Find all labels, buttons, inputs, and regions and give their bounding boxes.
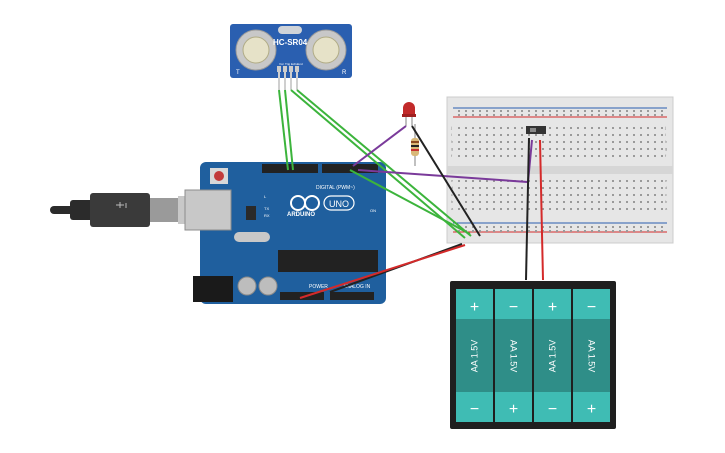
breadboard-row-letter: b [665, 199, 668, 204]
battery-top-sign: + [548, 299, 557, 316]
battery-label: AA 1.5V [587, 340, 597, 373]
tx-label: TX [264, 206, 269, 211]
arduino-model: UNO [329, 199, 349, 209]
battery-cell: − + AA 1.5V [573, 289, 610, 422]
arduino-brand: ARDUINO [287, 212, 315, 218]
sensor-pin-gnd: Gnd [297, 62, 303, 66]
ultrasonic-sensor: HC-SR04 T R Vcc Trig Echo Gnd [230, 24, 352, 90]
breadboard-row-letter: d [451, 185, 453, 190]
battery-label: AA 1.5V [470, 340, 480, 373]
battery-bottom-sign: + [509, 401, 518, 418]
breadboard-row-letter: c [665, 192, 667, 197]
on-label: ON [370, 208, 376, 213]
breadboard-row-letter: f [665, 153, 667, 158]
reset-button [214, 171, 224, 181]
breadboard-row-letter: e [451, 178, 454, 183]
breadboard-row-letter: i [451, 132, 452, 137]
breadboard-row-letter: h [451, 139, 453, 144]
wire-green-gnd [296, 89, 472, 237]
battery-pack: + − AA 1.5V − + AA 1.5V + − AA 1.5V − + AA 1.5V [450, 281, 616, 429]
sensor-pin-trig: Trig [285, 62, 290, 66]
breadboard-row-letter: f [451, 153, 453, 158]
breadboard-row-letter: j [664, 125, 666, 130]
usb-cable [50, 193, 208, 227]
battery-bottom-sign: + [587, 401, 596, 418]
sensor-pin-echo: Echo [291, 62, 298, 66]
battery-top-sign: − [587, 299, 596, 316]
power-label: POWER [309, 284, 328, 290]
breadboard-row-letter: i [665, 132, 666, 137]
microcontroller-chip [278, 250, 378, 272]
battery-bottom-sign: − [470, 401, 479, 418]
battery-label: AA 1.5V [548, 340, 558, 373]
l-label: L [264, 194, 267, 199]
sensor-pin-vcc: Vcc [279, 62, 285, 66]
breadboard-row-letter: h [665, 139, 667, 144]
battery-cell: + − AA 1.5V [534, 289, 571, 422]
wire-red-arduino [299, 244, 466, 299]
breadboard-row-letter: g [451, 146, 453, 151]
rx-label: RX [264, 213, 270, 218]
sensor-model: HC-SR04 [273, 38, 308, 47]
wire-green-arduino [349, 169, 471, 235]
breadboard-row-letter: a [451, 206, 454, 211]
breadboard-row-letter: g [665, 146, 667, 151]
digital-label: DIGITAL (PWM~) [316, 185, 355, 191]
wires [278, 89, 544, 299]
wire-black-switch [525, 137, 530, 281]
breadboard-row-letter: b [451, 199, 454, 204]
wire-green-trig [278, 89, 289, 171]
arduino-board: ARDUINO UNO DIGITAL (PWM~) POWER ANALOG … [184, 162, 386, 304]
battery-cell: − + AA 1.5V [495, 289, 532, 422]
wire-green-echo [284, 89, 294, 171]
resistor [411, 124, 419, 166]
battery-label: AA 1.5V [509, 340, 519, 373]
breadboard-row-letter: j [450, 125, 452, 130]
breadboard-row-letter: d [665, 185, 667, 190]
red-led [402, 102, 416, 126]
breadboard-row-letter: c [451, 192, 453, 197]
battery-cell: + − AA 1.5V [456, 289, 493, 422]
battery-top-sign: − [509, 299, 518, 316]
breadboard-row-letter: e [665, 178, 668, 183]
wire-purple-led [352, 125, 407, 167]
analog-label: ANALOG IN [343, 284, 371, 290]
wire-black-led [411, 125, 481, 237]
usb-symbol-icon [116, 202, 127, 208]
battery-top-sign: + [470, 299, 479, 316]
sensor-receive-mark: R [342, 70, 347, 76]
wire-red-switch [539, 139, 544, 281]
sensor-transmit-mark: T [236, 70, 240, 76]
battery-bottom-sign: − [548, 401, 557, 418]
wire-green-vcc [290, 89, 466, 239]
breadboard-row-letter: a [665, 206, 668, 211]
